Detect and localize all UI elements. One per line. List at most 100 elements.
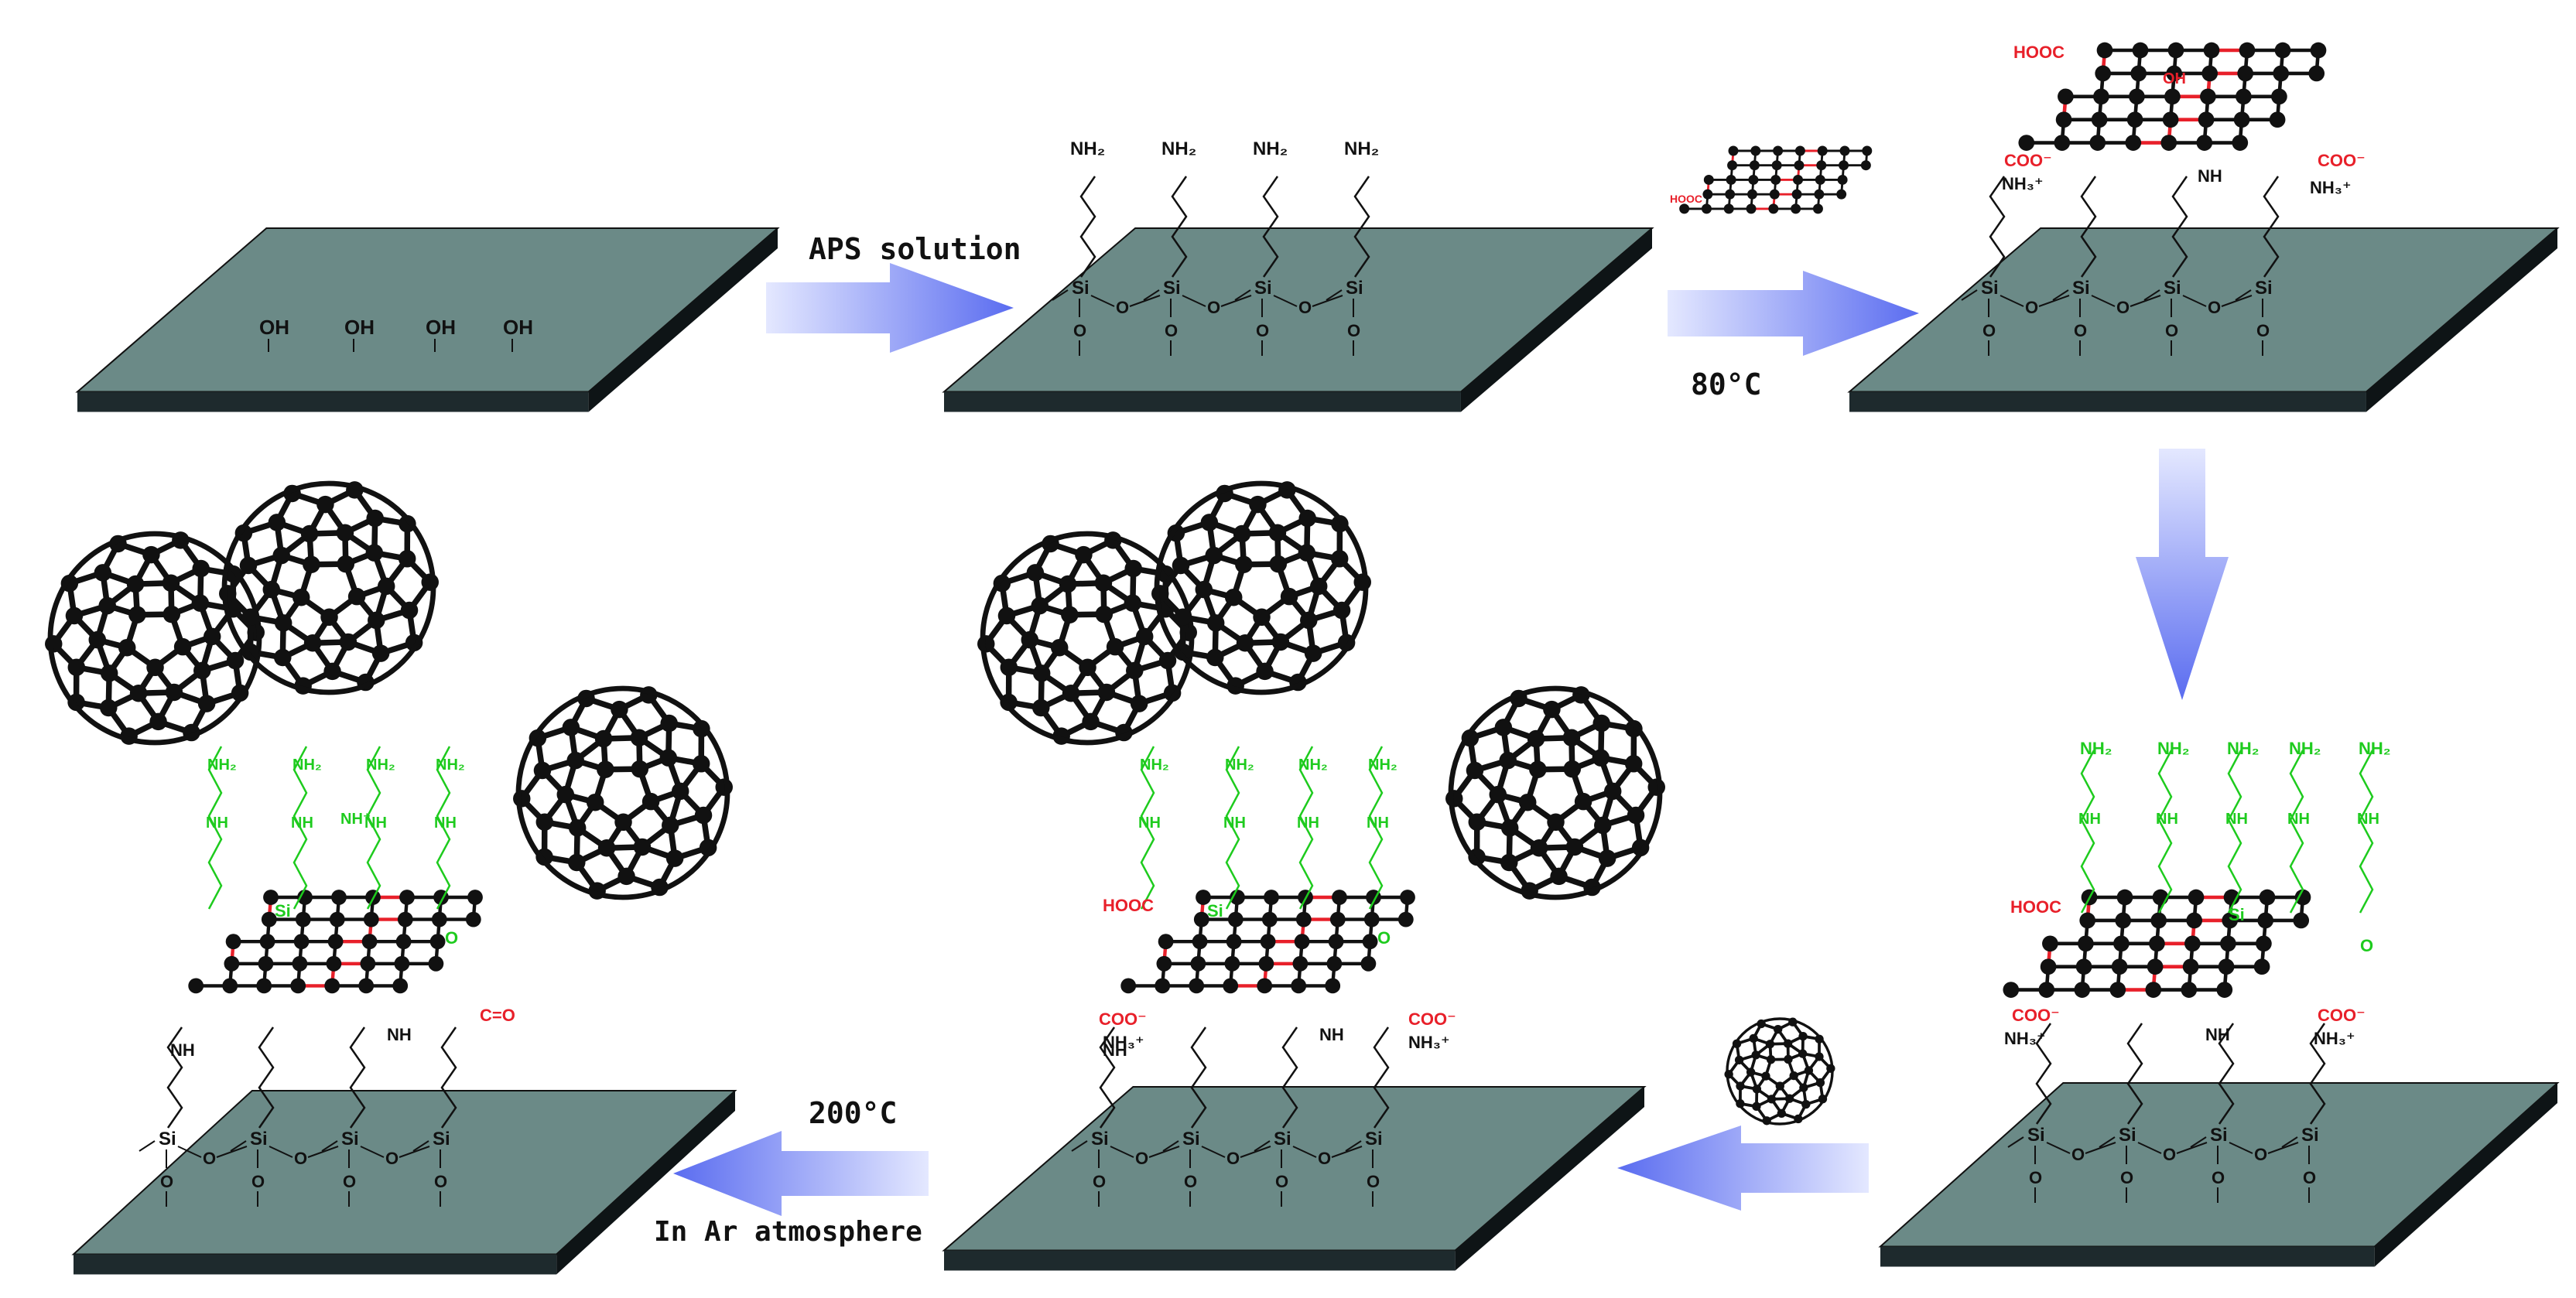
oxygen-atom: O — [2208, 298, 2221, 317]
amine-group: NH — [1103, 1040, 1127, 1060]
oxygen-atom: O — [1367, 1172, 1380, 1191]
carbonyl-group: C=O — [480, 1006, 515, 1025]
amine-group: NH₂ — [1225, 757, 1254, 774]
carboxylate-group: COO⁻ — [1099, 1009, 1147, 1029]
arrow-down-icon — [2136, 449, 2229, 700]
oxygen-atom: O — [2116, 298, 2130, 317]
oxygen-atom: O — [251, 1172, 265, 1191]
ammonium-group: NH₃⁺ — [1408, 1033, 1450, 1052]
panel-fullerene-attached: SiOOSiOOSiOOSiONH₂NHNH₂NHNH₂NHNH₂NHSiONH… — [977, 480, 1665, 1207]
amine-group: NH₂ — [207, 757, 237, 774]
fullerene-reagent — [1724, 1017, 1835, 1126]
oxygen-atom: O — [2212, 1168, 2225, 1187]
oxygen-atom: O — [1275, 1172, 1288, 1191]
graphene-oxide-sheet: HOOC — [1670, 145, 1873, 214]
hydroxyl-group: OH — [503, 316, 533, 339]
amine-group: NH₂ — [2359, 739, 2391, 758]
oxygen-atom: O — [1116, 298, 1129, 317]
amine-group: NH — [2078, 811, 2101, 828]
amine-group: NH₂ — [1344, 138, 1379, 159]
substrate-1 — [75, 227, 780, 412]
oxygen-atom: O — [1093, 1172, 1106, 1191]
oxygen-atom: O — [1184, 1172, 1197, 1191]
substrate-2 — [942, 227, 1654, 412]
arrow-left-icon — [1617, 1126, 1869, 1211]
oxygen-atom: O — [2120, 1168, 2133, 1187]
carboxylate-group: COO⁻ — [2004, 151, 2052, 170]
carboxylate-group: COO⁻ — [2318, 1006, 2366, 1025]
silicon-atom: Si — [2229, 905, 2245, 924]
amine-group: NH — [206, 815, 228, 832]
oxygen-atom: O — [1165, 321, 1178, 340]
oxygen-atom: O — [1377, 928, 1391, 948]
carboxyl-group: HOOC — [2013, 43, 2065, 62]
amine-group: NH — [2156, 811, 2178, 828]
silicon-atom: Si — [159, 1129, 176, 1149]
silicon-atom: Si — [1163, 278, 1181, 299]
amine-group: NH — [2205, 1025, 2230, 1044]
fullerene-c60 — [1724, 1017, 1835, 1126]
amine-group: NH₂ — [1253, 138, 1288, 159]
ammonium-group: NH₃⁺ — [2002, 174, 2044, 193]
amine-group: NH₂ — [1298, 757, 1328, 774]
hydroxyl-group: OH — [426, 316, 456, 339]
amine-group: NH₂ — [2289, 739, 2321, 758]
step-label-200c: 200°C — [809, 1096, 897, 1130]
amine-group: NH — [387, 1025, 412, 1044]
amine-group: NH⁺ — [340, 811, 371, 828]
silicon-atom: Si — [1207, 901, 1223, 921]
silicon-atom: Si — [250, 1129, 268, 1149]
arrow-left-icon — [673, 1131, 929, 1216]
amine-group: NH — [1319, 1025, 1344, 1044]
amine-group: NH — [170, 1040, 195, 1060]
amine-group: NH — [1367, 815, 1389, 832]
ammonium-group: NH₃⁺ — [2004, 1029, 2046, 1048]
amine-group: NH — [1223, 815, 1246, 832]
oxygen-atom: O — [160, 1172, 173, 1191]
step-label-80c: 80°C — [1691, 367, 1762, 401]
amine-group: NH₂ — [292, 757, 322, 774]
oxygen-atom: O — [2163, 1145, 2176, 1164]
panel-annealed-product: SiOOSiOOSiOOSiONH₂NHNH₂NHNH₂NHNH₂NHSiONH… — [45, 480, 733, 1207]
silicon-atom: Si — [2164, 278, 2181, 299]
silicon-atom: Si — [1981, 278, 1999, 299]
oxygen-atom: O — [2303, 1168, 2316, 1187]
amine-group: NH — [2225, 811, 2248, 828]
silicon-atom: Si — [341, 1129, 359, 1149]
silicon-atom: Si — [2072, 278, 2090, 299]
oxygen-atom: O — [385, 1149, 399, 1168]
silicon-atom: Si — [1274, 1129, 1291, 1149]
silicon-atom: Si — [1072, 278, 1090, 299]
arrow-right-icon — [1668, 271, 1919, 356]
oxygen-atom: O — [1256, 321, 1269, 340]
oxygen-atom: O — [2360, 936, 2373, 955]
oxygen-atom: O — [1207, 298, 1220, 317]
ammonium-group: NH₃⁺ — [2314, 1029, 2355, 1048]
silicon-atom: Si — [2301, 1125, 2319, 1146]
amine-group: NH₂ — [2227, 739, 2260, 758]
silicon-atom: Si — [275, 901, 291, 921]
substrate-4 — [1878, 1082, 2560, 1267]
silicon-atom: Si — [2255, 278, 2273, 299]
ammonium-group: NH₃⁺ — [1103, 1033, 1144, 1052]
oxygen-atom: O — [203, 1149, 216, 1168]
arrow-aps — [766, 263, 1014, 353]
amine-group: NH₂ — [2080, 739, 2112, 758]
fullerene-c60 — [977, 531, 1197, 746]
amine-group: NH₂ — [436, 757, 465, 774]
hydroxyl-group: OH — [259, 316, 289, 339]
silicon-atom: Si — [1091, 1129, 1109, 1149]
amine-group: NH — [1138, 815, 1161, 832]
oxygen-atom: O — [1135, 1149, 1148, 1168]
amine-group: NH — [2287, 811, 2310, 828]
carboxyl-group: HOOC — [2010, 897, 2061, 917]
carboxylate-group: COO⁻ — [1408, 1009, 1456, 1029]
step-sublabel-argon: In Ar atmosphere — [654, 1216, 922, 1248]
silicon-atom: Si — [1182, 1129, 1200, 1149]
arrow-down — [2136, 449, 2229, 700]
panel-aps-on-go: SiOOSiOOSiOOSiOHOOCCOO⁻COO⁻NH₃⁺NH₃⁺NHNH₂… — [2003, 739, 2391, 1203]
oxygen-atom: O — [2071, 1145, 2085, 1164]
